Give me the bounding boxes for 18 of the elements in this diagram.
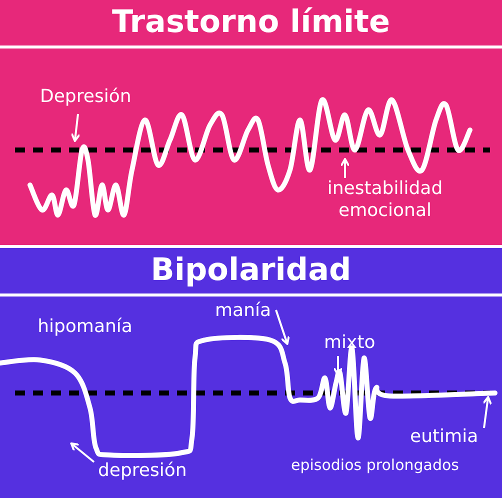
annotation-text: hipomanía [36,316,134,338]
callout-label: inestabilidad emocional [290,178,480,222]
callout-label: Depresión [40,86,132,108]
callout-label: depresión [98,460,187,482]
panel [0,0,502,245]
leader-arrow [482,396,492,428]
callout-label: mixto [324,332,376,354]
callout-label: manía [215,300,272,322]
leader-arrow [340,158,350,178]
leader-arrow [333,356,343,376]
callout-label: eutimia [410,426,478,448]
leader-arrow [70,114,81,142]
leader-arrow [275,310,290,345]
panel [0,248,502,498]
panel-heading: Bipolaridad [150,252,352,288]
panel-heading: Trastorno límite [111,4,391,40]
annotation-text: episodios prolongados [290,456,460,474]
leader-arrow [70,442,95,463]
